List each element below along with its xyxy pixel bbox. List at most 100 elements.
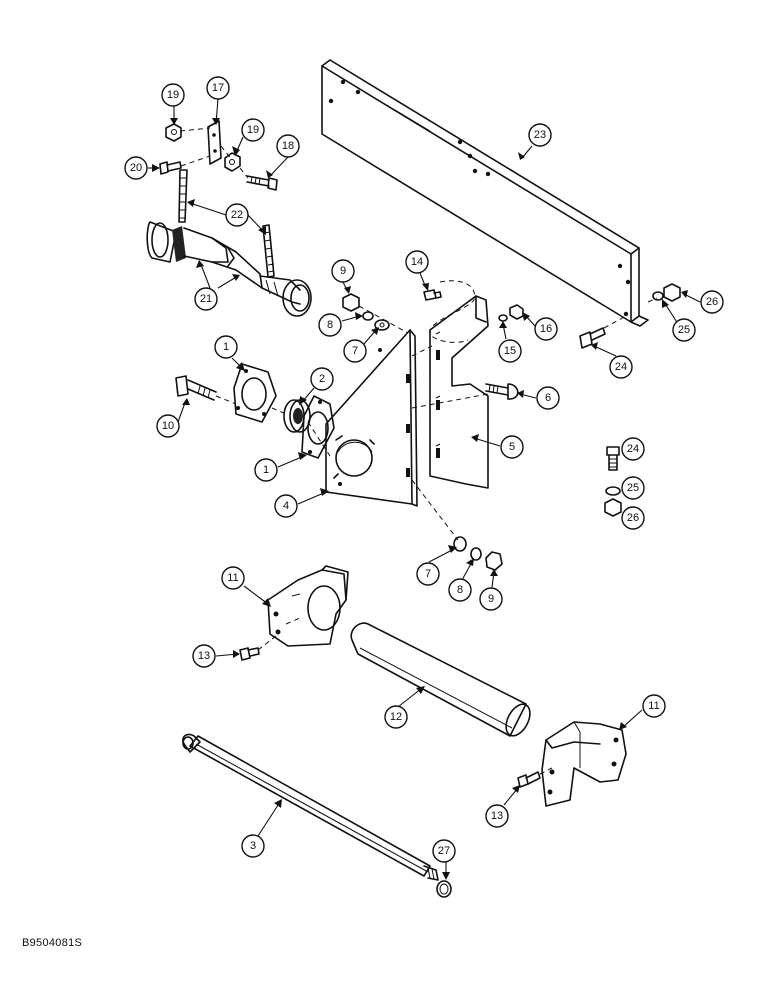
part-11-hanger-left [267,565,349,647]
part-1-flangette-lower [301,395,335,459]
part-16-nut [509,304,524,320]
part-24-bolt-upper [579,327,606,349]
callout-label: 5 [509,441,515,453]
part-20-bolt [159,161,182,175]
part-13-bolt-left [239,647,260,661]
callout-2: 2 [310,367,334,391]
callout-25-upper: 25 [672,318,696,342]
part-22-chain [178,169,275,278]
part-3-shaft [182,733,439,881]
callout-label: 12 [390,711,402,723]
callout-4: 4 [274,494,298,518]
part-27-snap-ring [436,880,452,898]
part-18-bolt [246,175,278,191]
callout-label: 13 [491,810,503,822]
part-14-bolt [423,289,442,301]
callout-label: 23 [534,129,546,141]
callout-18: 18 [276,134,300,158]
callout-8-lower: 8 [448,578,472,602]
part-26-nut-upper [663,283,681,302]
callout-label: 9 [340,265,346,277]
callout-24-upper: 24 [609,355,633,379]
callout-label: 7 [425,568,431,580]
callout-label: 10 [162,420,174,432]
figure-code: B9504081S [22,937,83,949]
part-6-carriage-bolt [485,383,519,400]
part-21-drive-shaft [146,221,312,317]
callout-label: 1 [223,341,229,353]
callout-label: 4 [283,500,289,512]
callout-label: 3 [250,840,256,852]
part-8-lockwasher-upper [362,311,374,321]
callout-label: 8 [327,319,333,331]
part-19-nut-upper [165,123,182,142]
callout-20: 20 [124,156,148,180]
callout-label: 25 [627,482,639,494]
part-4-bearing-plate [325,329,418,507]
callout-6: 6 [536,386,560,410]
callout-label: 15 [504,345,516,357]
callout-26-lower: 26 [621,506,645,530]
callout-leaders [148,98,701,880]
callout-label: 26 [627,512,639,524]
callout-label: 18 [282,140,294,152]
callout-13-left: 13 [192,644,216,668]
callout-label: 26 [706,296,718,308]
callout-25-lower: 25 [621,476,645,500]
part-9-nut-upper [342,293,360,312]
part-24-bolt-lower [606,446,620,471]
callout-23: 23 [528,123,552,147]
callout-label: 16 [540,323,552,335]
callout-label: 17 [212,82,224,94]
callout-label: 2 [319,373,325,385]
part-25-lockwasher-upper [652,291,664,301]
callout-label: 20 [130,162,142,174]
callout-7-lower: 7 [416,562,440,586]
callout-label: 7 [352,345,358,357]
callout-label: 21 [200,293,212,305]
callout-label: 6 [545,392,551,404]
callout-label: 14 [411,256,423,268]
callout-26-upper: 26 [700,290,724,314]
callout-27: 27 [432,839,456,863]
callout-label: 11 [227,572,238,584]
part-26-nut-lower [604,498,622,517]
callout-9-upper: 9 [331,259,355,283]
callout-label: 24 [627,443,639,455]
part-2-bearing [283,399,311,433]
part-13-bolt-right [517,771,541,788]
part-1-flangette-upper [233,363,277,423]
callout-16: 16 [534,317,558,341]
part-7-washer-upper [374,319,390,331]
callout-7-upper: 7 [343,339,367,363]
part-19-nut-lower [224,152,241,172]
part-8-lockwasher-lower [470,547,482,561]
callout-8-upper: 8 [318,313,342,337]
callout-24-lower: 24 [621,437,645,461]
callout-label: 25 [678,324,690,336]
part-15-lockwasher [498,314,508,322]
callout-1-upper: 1 [214,335,238,359]
part-25-lockwasher-lower [605,486,621,496]
callout-9-lower: 9 [479,587,503,611]
callout-label: 9 [488,593,494,605]
callout-12: 12 [384,705,408,729]
part-23-angle-plate [321,59,649,327]
part-11-hanger-right [541,721,627,807]
callout-17: 17 [206,76,230,100]
part-5-support-bracket [429,295,489,489]
callout-21: 21 [194,287,218,311]
callout-label: 19 [167,89,179,101]
callout-15: 15 [498,339,522,363]
part-12-tube [350,622,531,737]
callout-10: 10 [156,414,180,438]
callout-label: 11 [648,700,659,712]
callout-label: 13 [198,650,210,662]
callout-19-upper: 19 [161,83,185,107]
callout-5: 5 [500,435,524,459]
callout-11-left: 11 [221,566,245,590]
callout-label: 8 [457,584,463,596]
callout-22: 22 [225,203,249,227]
callout-label: 24 [615,361,627,373]
